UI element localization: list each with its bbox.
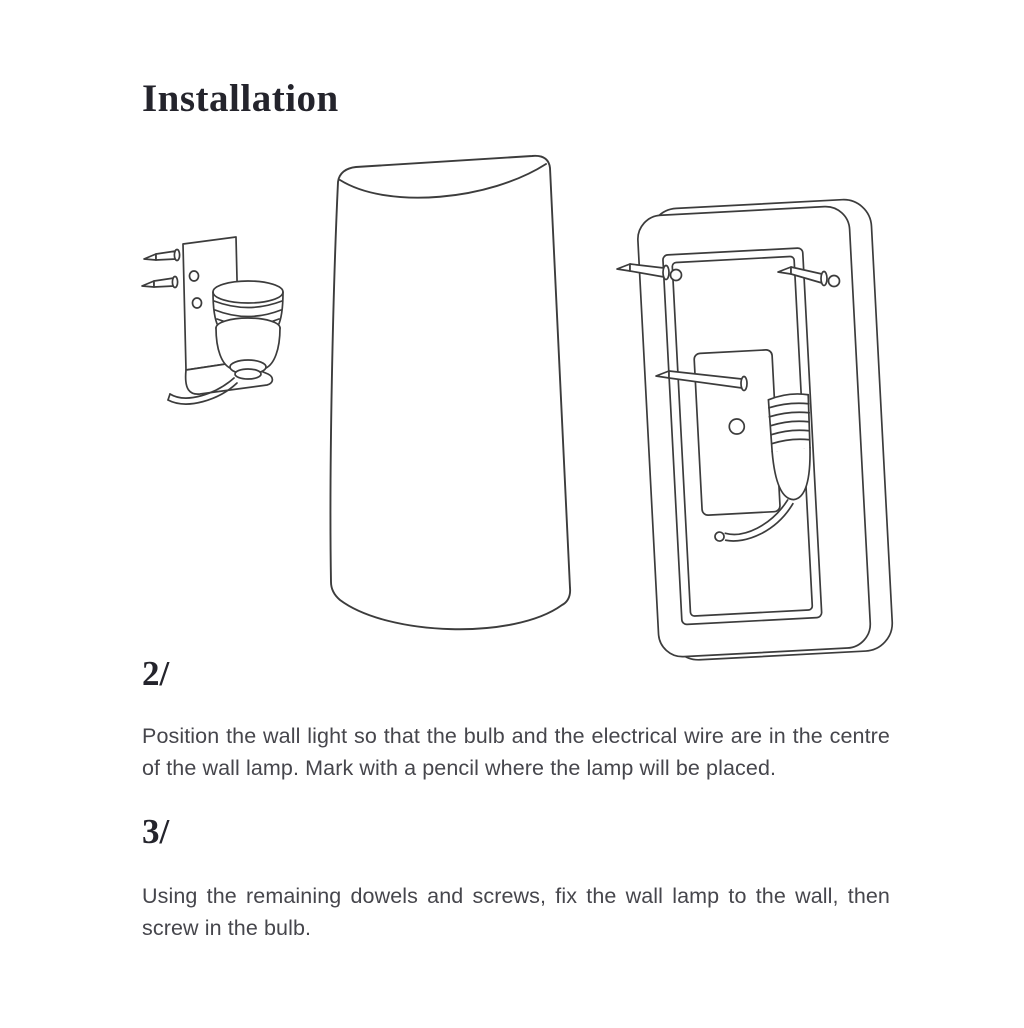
step-3-text: Using the remaining dowels and screws, f… <box>142 884 890 940</box>
lamp-shade-figure <box>318 148 580 640</box>
step-2-number: 2/ <box>142 654 170 693</box>
wire <box>713 500 794 542</box>
page-title: Installation <box>142 77 339 120</box>
screw-icon <box>617 264 682 281</box>
screw-icon <box>142 277 178 288</box>
shade-body <box>330 156 570 629</box>
lamp-socket <box>768 393 813 500</box>
wire <box>168 378 237 404</box>
screw-icon <box>656 371 747 391</box>
screw-icon <box>144 250 180 261</box>
step-3-number: 3/ <box>142 812 170 851</box>
shade-top-rim <box>340 164 546 198</box>
lamp-socket <box>213 281 283 379</box>
lamp-back-panel-figure <box>606 190 902 686</box>
step-2-text: Position the wall light so that the bulb… <box>142 724 890 780</box>
socket-bracket-figure <box>130 228 302 428</box>
mounting-plate <box>694 350 780 516</box>
screw-eyelet <box>671 270 682 281</box>
screw-icon <box>778 267 840 287</box>
lamp-body <box>636 198 893 662</box>
screw-eyelet <box>829 276 840 287</box>
